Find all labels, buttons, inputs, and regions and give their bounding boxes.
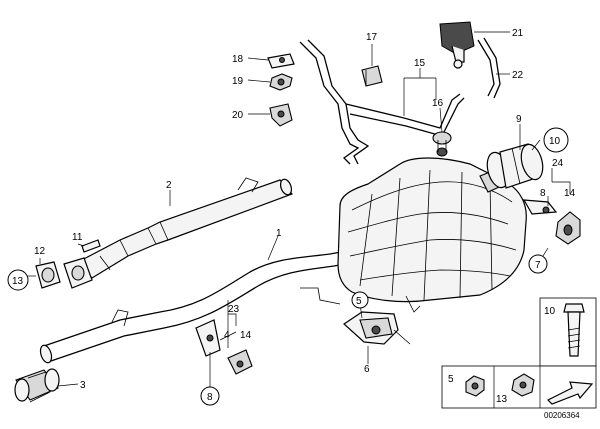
inset-label-13: 13 xyxy=(496,394,508,405)
callout-19: 19 xyxy=(232,76,244,87)
callouts: 1 2 3 4 8 5 6 7 8 9 10 11 12 13 14 14 15… xyxy=(7,28,576,406)
hex-nut-icon xyxy=(465,375,485,397)
arrow-icon xyxy=(546,381,594,405)
callout-10: 10 xyxy=(549,136,561,147)
leader-lines xyxy=(26,31,571,390)
flange-nut-icon xyxy=(511,373,535,397)
hose-clip xyxy=(361,65,383,87)
callout-5-circle xyxy=(351,291,369,309)
center-pipe xyxy=(39,249,405,364)
callout-10-circle xyxy=(543,127,569,153)
callout-20: 20 xyxy=(232,110,244,121)
callout-7-circle xyxy=(528,254,548,274)
flange-gasket xyxy=(35,261,61,289)
vacuum-hose xyxy=(299,39,465,165)
callout-8-circle xyxy=(200,386,220,406)
vibration-damper xyxy=(486,143,544,189)
callout-6: 6 xyxy=(364,364,370,375)
callout-18: 18 xyxy=(232,54,244,65)
callout-4b: 8 xyxy=(540,188,546,199)
callout-14b: 14 xyxy=(564,188,576,199)
inset-label-10: 10 xyxy=(544,306,556,317)
callout-8: 8 xyxy=(207,392,213,403)
callout-3: 3 xyxy=(80,380,86,391)
clip-nut xyxy=(269,103,293,127)
flange-bolt xyxy=(81,239,101,253)
callout-11: 11 xyxy=(72,232,83,243)
callout-14: 14 xyxy=(240,330,252,341)
pipe-hanger-bracket xyxy=(195,319,253,375)
rear-silencer xyxy=(337,157,527,313)
callout-15: 15 xyxy=(414,58,426,69)
callout-1: 1 xyxy=(276,228,282,239)
rubber-mount xyxy=(555,211,581,245)
callout-13-circle xyxy=(7,269,29,291)
callout-2: 2 xyxy=(166,180,172,191)
fastener-inset: 10 5 13 xyxy=(441,297,597,409)
nut xyxy=(269,73,293,91)
vacuum-hose-short xyxy=(477,37,501,99)
bracket-plate xyxy=(267,53,295,69)
callout-16: 16 xyxy=(432,98,444,109)
inset-label-5: 5 xyxy=(448,374,454,385)
mount-bracket-right xyxy=(522,199,558,215)
vacuum-valve xyxy=(439,21,475,69)
callout-13: 13 xyxy=(12,276,24,287)
bolt-icon xyxy=(563,303,585,357)
callout-12: 12 xyxy=(34,246,46,257)
callout-21: 21 xyxy=(512,28,524,39)
diagram-id: 00206364 xyxy=(544,411,580,420)
callout-5: 5 xyxy=(356,296,362,307)
pipe-flange xyxy=(63,257,93,289)
center-bracket xyxy=(343,311,411,345)
callout-9: 9 xyxy=(516,114,522,125)
callout-4: 4 xyxy=(224,330,230,341)
callout-24: 24 xyxy=(552,158,564,169)
callout-23: 23 xyxy=(228,304,240,315)
callout-7: 7 xyxy=(535,260,541,271)
callout-17: 17 xyxy=(366,32,378,43)
pipe-clamp xyxy=(14,368,60,403)
front-pipe xyxy=(77,177,294,279)
callout-22: 22 xyxy=(512,70,524,81)
